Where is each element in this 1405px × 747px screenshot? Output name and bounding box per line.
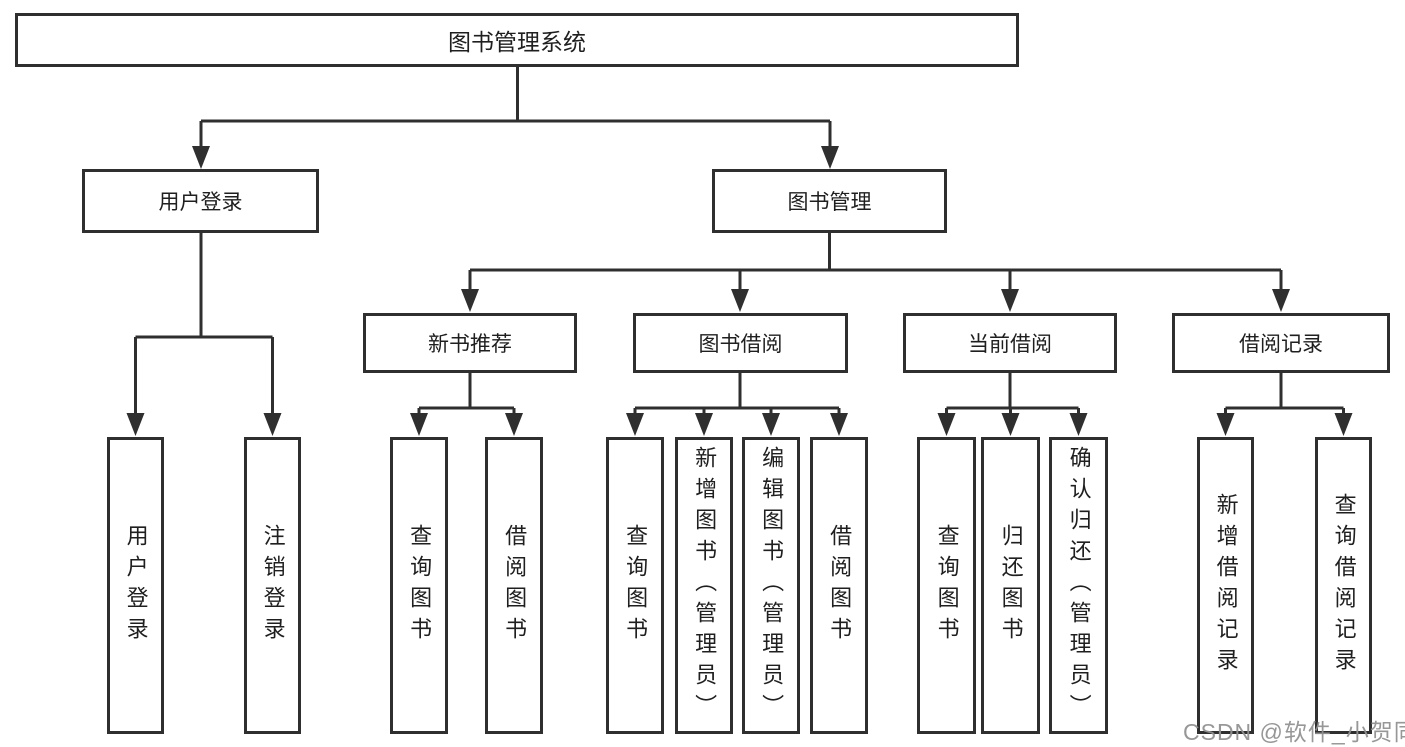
- node-book-management: 图书管理: [712, 169, 947, 233]
- arrowheads: [126, 146, 1353, 436]
- leaf-query-borrow-record-label: 查询借阅记录: [1331, 492, 1357, 679]
- node-borrow-records: 借阅记录: [1172, 313, 1390, 373]
- leaf-current-query-books-label: 查询图书: [934, 523, 960, 648]
- node-root-label: 图书管理系统: [448, 29, 586, 55]
- leaf-add-borrow-record: 新增借阅记录: [1197, 437, 1254, 734]
- leaf-confirm-return-admin: 确认归还（管理员）: [1049, 437, 1108, 734]
- leaf-borrow-query-books: 查询图书: [606, 437, 664, 734]
- leaf-user-login: 用户登录: [107, 437, 164, 734]
- leaf-return-books: 归还图书: [981, 437, 1040, 734]
- leaf-add-borrow-record-label: 新增借阅记录: [1213, 492, 1239, 679]
- node-current-borrow: 当前借阅: [903, 313, 1117, 373]
- leaf-logout-label: 注销登录: [260, 523, 286, 648]
- node-root-system: 图书管理系统: [15, 13, 1019, 67]
- leaf-recommend-query-books: 查询图书: [390, 437, 448, 734]
- node-borrow-records-label: 借阅记录: [1239, 333, 1323, 356]
- leaf-borrow-books: 借阅图书: [810, 437, 868, 734]
- leaf-borrow-query-books-label: 查询图书: [623, 523, 649, 648]
- leaf-edit-books-admin: 编辑图书（管理员）: [742, 437, 800, 734]
- node-book-borrow-label: 图书借阅: [698, 333, 783, 356]
- leaf-user-login-label: 用户登录: [123, 523, 149, 648]
- leaf-current-query-books: 查询图书: [917, 437, 976, 734]
- leaf-add-books-admin-label: 新增图书（管理员）: [692, 446, 718, 725]
- csdn-watermark: CSDN @软件_小贺同学: [1183, 719, 1405, 745]
- leaf-logout: 注销登录: [244, 437, 301, 734]
- node-user-login: 用户登录: [82, 169, 319, 233]
- leaf-recommend-borrow-books: 借阅图书: [485, 437, 543, 734]
- leaf-borrow-books-label: 借阅图书: [827, 523, 853, 648]
- node-book-management-label: 图书管理: [787, 191, 872, 214]
- leaf-confirm-return-admin-label: 确认归还（管理员）: [1066, 446, 1092, 725]
- leaf-edit-books-admin-label: 编辑图书（管理员）: [759, 446, 785, 725]
- leaf-add-books-admin: 新增图书（管理员）: [675, 437, 733, 734]
- node-user-login-label: 用户登录: [158, 191, 243, 214]
- leaf-query-borrow-record: 查询借阅记录: [1315, 437, 1372, 734]
- leaf-recommend-borrow-books-label: 借阅图书: [502, 523, 528, 648]
- node-new-book-recommend: 新书推荐: [363, 313, 577, 373]
- leaf-return-books-label: 归还图书: [998, 523, 1024, 648]
- node-current-borrow-label: 当前借阅: [968, 333, 1052, 356]
- node-book-borrow: 图书借阅: [633, 313, 848, 373]
- node-new-book-recommend-label: 新书推荐: [428, 333, 512, 356]
- leaf-recommend-query-books-label: 查询图书: [407, 523, 433, 648]
